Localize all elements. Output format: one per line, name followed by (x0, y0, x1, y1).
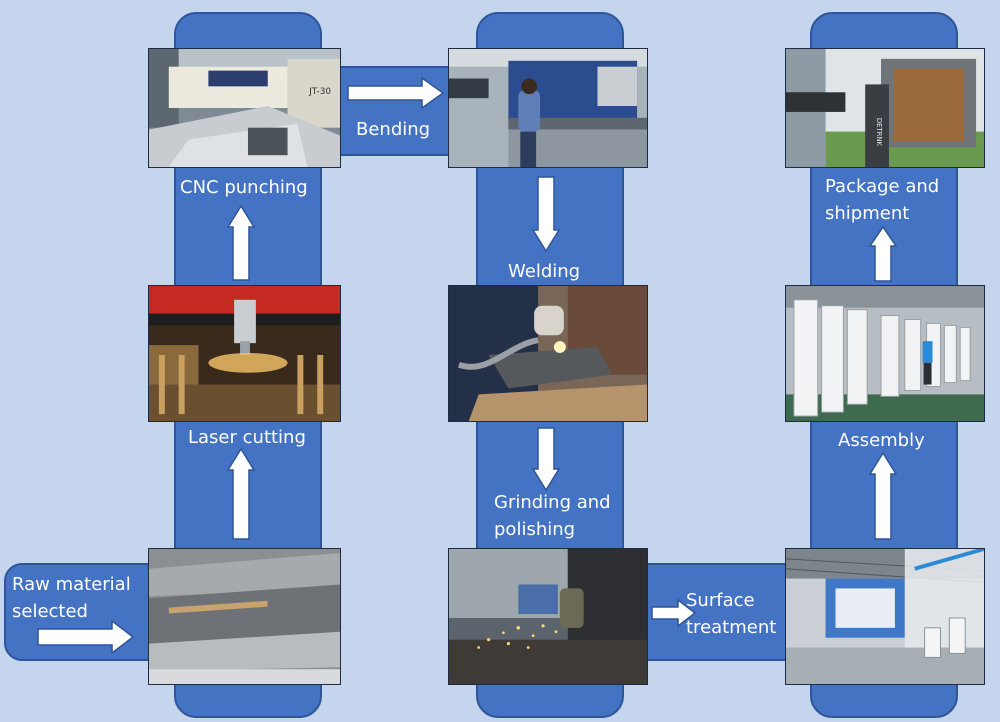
arrow-up-to-cnc (226, 204, 256, 281)
step-welding-label: Welding (508, 261, 581, 282)
assembly-photo (785, 285, 985, 422)
step-grinding-label: Grinding and polishing (494, 492, 611, 540)
arrow-right-to-surface (651, 598, 697, 628)
laser-cutting-photo (148, 285, 341, 422)
arrow-up-to-laser (226, 447, 256, 540)
step-assembly-label: Assembly (838, 430, 925, 451)
cnc-punching-photo: JT-30 (148, 48, 341, 168)
step-raw-material-label: Raw material selected (12, 574, 131, 622)
arrow-up-to-assembly (868, 451, 898, 540)
arrow-right-into-raw (37, 619, 135, 655)
machine-label: JT-30 (308, 87, 331, 97)
step-laser-cutting-label: Laser cutting (188, 427, 306, 448)
raw-material-photo (148, 548, 341, 685)
arrow-up-to-package (868, 225, 898, 282)
step-surface-label: Surface treatment (686, 590, 777, 638)
welding-photo (448, 285, 648, 422)
step-package-label: Package and shipment (825, 176, 940, 224)
surface-treatment-photo (785, 548, 985, 685)
arrow-down-to-welding (531, 176, 561, 253)
step-bending-label: Bending (356, 119, 431, 140)
grinding-photo (448, 548, 648, 685)
package-photo: DETRNK (785, 48, 985, 168)
bending-photo (448, 48, 648, 168)
step-cnc-punching-label: CNC punching (180, 177, 308, 198)
arrow-down-to-grinding (531, 427, 561, 492)
forklift-brand: DETRNK (875, 118, 883, 147)
arrow-right-to-bending (347, 76, 445, 110)
